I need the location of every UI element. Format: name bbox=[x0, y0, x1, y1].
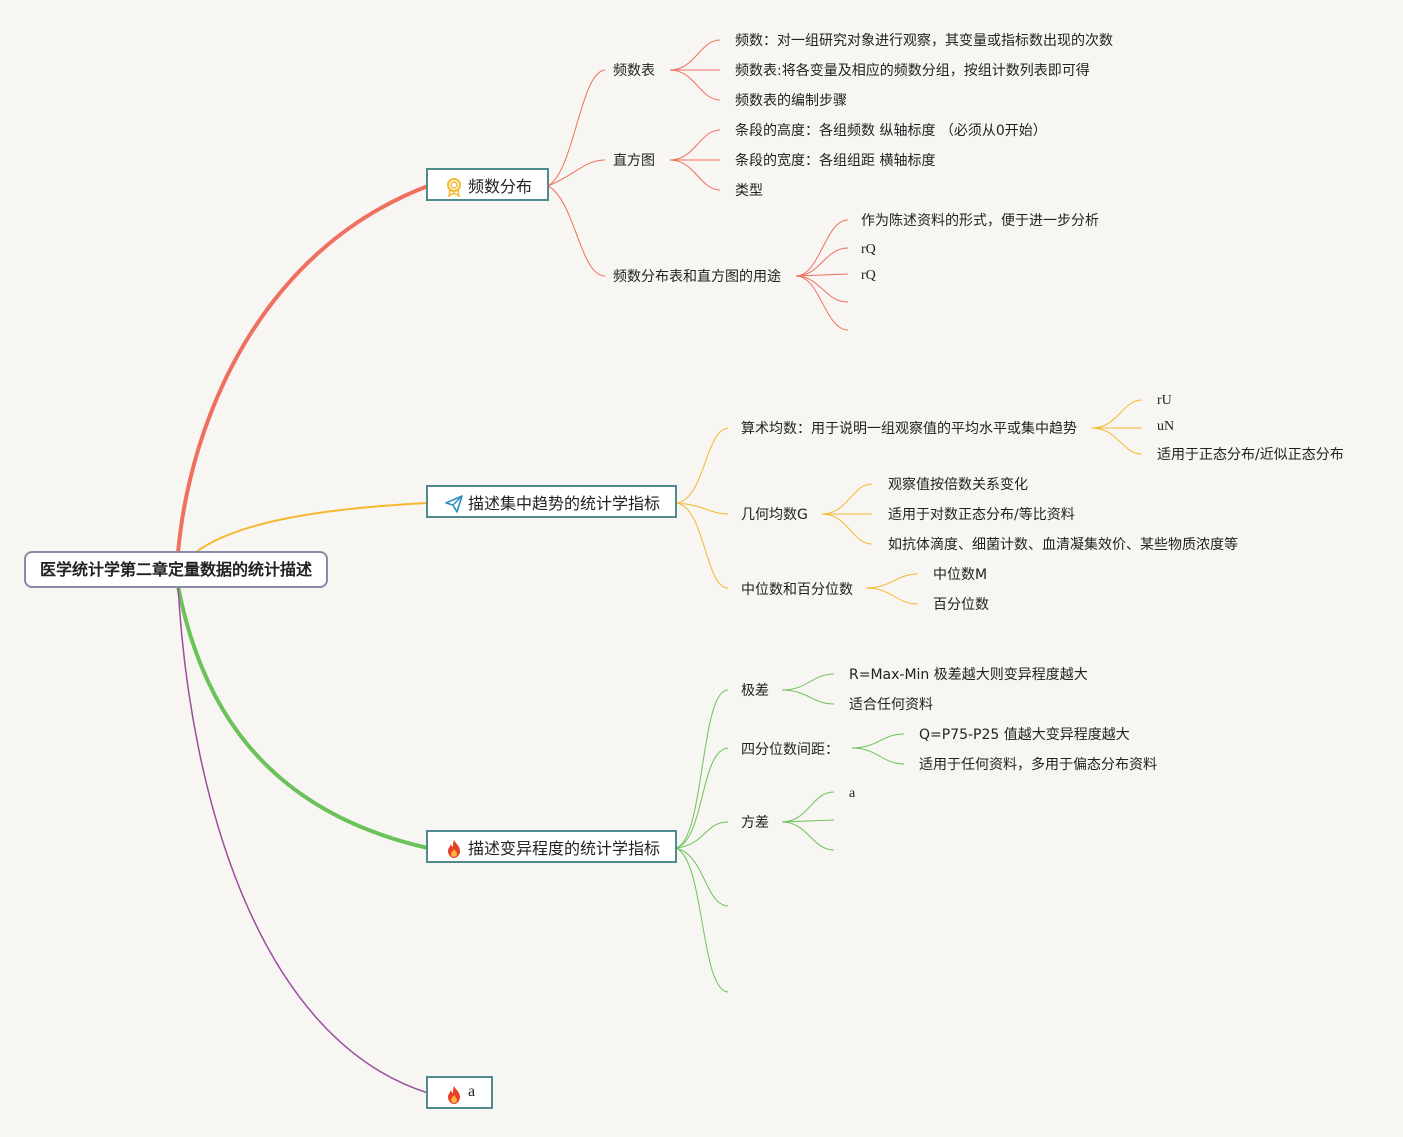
leaf-usage-1[interactable]: 作为陈述资料的形式，便于进一步分析 bbox=[861, 213, 1099, 229]
root-to-b1-line bbox=[176, 184, 429, 554]
root-topic[interactable]: 医学统计学第二章定量数据的统计描述 bbox=[24, 551, 328, 588]
leaf-geo-1[interactable]: 观察值按倍数关系变化 bbox=[888, 477, 1028, 493]
topic-usage[interactable]: 频数分布表和直方图的用途 bbox=[613, 269, 781, 285]
topic-variance[interactable]: 方差 bbox=[741, 815, 769, 831]
branch-label: a bbox=[468, 1083, 476, 1100]
leaf-variance-1[interactable]: a bbox=[849, 786, 856, 801]
leaf-usage-2[interactable]: rQ bbox=[861, 242, 876, 257]
b1-lines bbox=[547, 39, 849, 331]
leaf-freq-table-steps[interactable]: 频数表的编制步骤 bbox=[735, 93, 847, 109]
branch-a[interactable]: a bbox=[426, 1076, 493, 1109]
root-to-b4-line bbox=[177, 585, 429, 1094]
leaf-percentile[interactable]: 百分位数 bbox=[933, 597, 989, 613]
leaf-iqr-1[interactable]: Q=P75-P25 值越大变异程度越大 bbox=[919, 727, 1130, 743]
b2-lines bbox=[675, 399, 1143, 605]
topic-freq-table[interactable]: 频数表 bbox=[613, 63, 655, 79]
fire-icon bbox=[448, 1086, 460, 1104]
leaf-median[interactable]: 中位数M bbox=[933, 567, 988, 583]
leaf-mean-2[interactable]: uN bbox=[1157, 419, 1175, 434]
branch-variability[interactable]: 描述变异程度的统计学指标 bbox=[426, 830, 677, 863]
topic-iqr[interactable]: 四分位数间距： bbox=[741, 742, 839, 758]
leaf-mean-3[interactable]: 适用于正态分布/近似正态分布 bbox=[1157, 447, 1344, 463]
branch-label: 描述变异程度的统计学指标 bbox=[468, 839, 661, 858]
branch-label: 频数分布 bbox=[468, 177, 533, 196]
leaf-freq-def[interactable]: 频数：对一组研究对象进行观察，其变量或指标数出现的次数 bbox=[735, 33, 1113, 49]
branch-frequency-distribution[interactable]: 频数分布 bbox=[426, 168, 549, 201]
leaf-geo-3[interactable]: 如抗体滴度、细菌计数、血清凝集效价、某些物质浓度等 bbox=[888, 537, 1238, 553]
branch-label: 描述集中趋势的统计学指标 bbox=[468, 494, 661, 513]
topic-arith-mean[interactable]: 算术均数：用于说明一组观察值的平均水平或集中趋势 bbox=[741, 421, 1077, 437]
leaf-range-2[interactable]: 适合任何资料 bbox=[849, 697, 933, 713]
leaf-types[interactable]: 类型 bbox=[735, 183, 763, 199]
leaf-range-1[interactable]: R=Max-Min 极差越大则变异程度越大 bbox=[849, 667, 1088, 683]
leaf-mean-1[interactable]: rU bbox=[1157, 393, 1172, 408]
paper-plane-icon bbox=[445, 495, 463, 513]
fire-icon bbox=[448, 840, 460, 858]
leaf-freq-table-def[interactable]: 频数表:将各变量及相应的频数分组，按组计数列表即可得 bbox=[735, 63, 1090, 79]
leaf-bar-height[interactable]: 条段的高度：各组频数 纵轴标度 （必须从0开始） bbox=[735, 123, 1047, 139]
branch-central-tendency[interactable]: 描述集中趋势的统计学指标 bbox=[426, 485, 677, 518]
b3-lines bbox=[675, 673, 905, 993]
leaf-iqr-2[interactable]: 适用于任何资料，多用于偏态分布资料 bbox=[919, 757, 1157, 773]
award-icon bbox=[447, 178, 461, 197]
topic-median[interactable]: 中位数和百分位数 bbox=[741, 582, 853, 598]
topic-histogram[interactable]: 直方图 bbox=[613, 153, 655, 169]
root-to-b3-line bbox=[176, 585, 429, 850]
topic-range[interactable]: 极差 bbox=[741, 683, 769, 699]
root-to-b2-line bbox=[195, 502, 429, 553]
leaf-geo-2[interactable]: 适用于对数正态分布/等比资料 bbox=[888, 507, 1075, 523]
leaf-bar-width[interactable]: 条段的宽度：各组组距 横轴标度 bbox=[735, 153, 936, 169]
leaf-usage-3[interactable]: rQ bbox=[861, 268, 876, 283]
topic-geo-mean[interactable]: 几何均数G bbox=[741, 507, 808, 523]
